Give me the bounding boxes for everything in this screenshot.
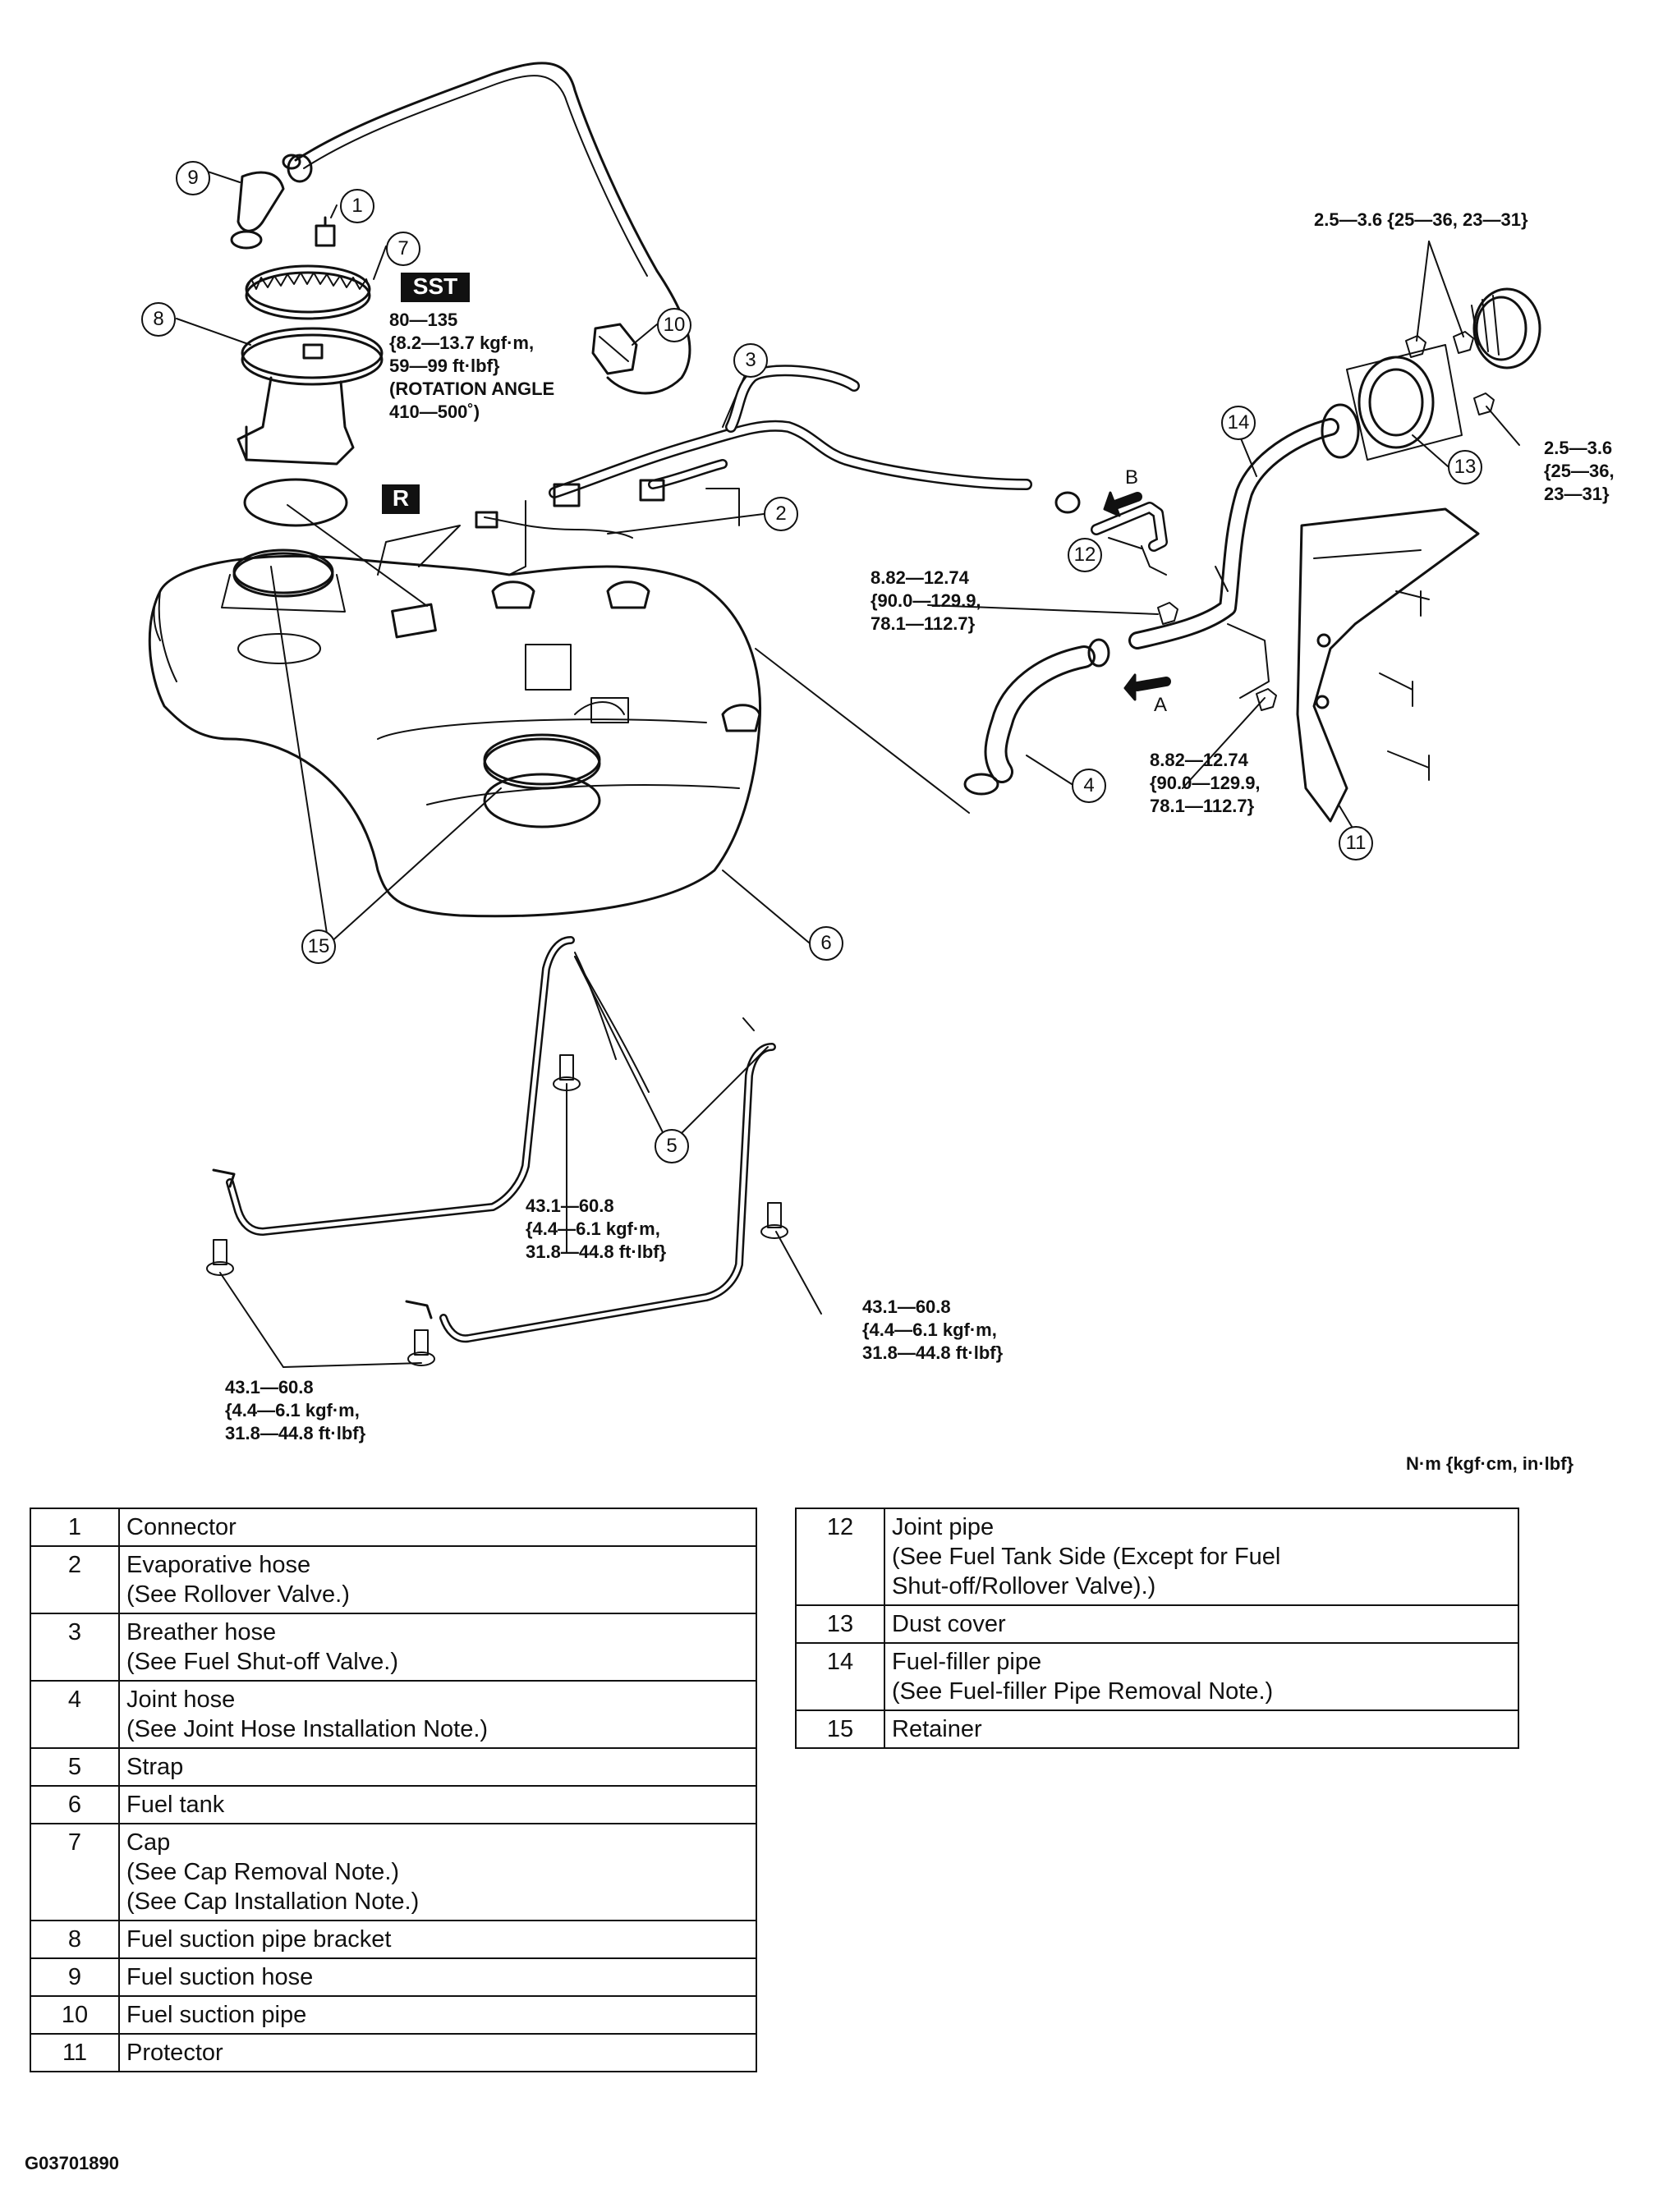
part-description: Fuel-filler pipe (See Fuel-filler Pipe R…	[884, 1642, 1519, 1711]
cap-ring-shape	[245, 271, 371, 320]
torque-bracket-lower: 8.82—12.74 {90.0—129.9, 78.1—112.7}	[1150, 750, 1261, 816]
torque-strap-center: 43.1—60.8 {4.4—6.1 kgf·m, 31.8—44.8 ft·l…	[526, 1195, 667, 1262]
part-description: Cap (See Cap Removal Note.) (See Cap Ins…	[118, 1823, 757, 1921]
callout-4: 4	[1072, 769, 1106, 803]
torque-filler-top: 2.5—3.6 {25—36, 23—31}	[1314, 209, 1528, 230]
callout-2: 2	[764, 497, 798, 531]
figure-id: G03701890	[25, 2153, 119, 2173]
part-number: 4	[30, 1680, 120, 1749]
torque-strap-left: 43.1—60.8 {4.4—6.1 kgf·m, 31.8—44.8 ft·l…	[225, 1377, 366, 1443]
part-description: Breather hose (See Fuel Shut-off Valve.)	[118, 1613, 757, 1682]
callout-9: 9	[176, 161, 210, 195]
arrow-b-label: B	[1125, 466, 1139, 489]
callout-11: 11	[1339, 826, 1373, 860]
part-number: 6	[30, 1785, 120, 1824]
part-description: Joint pipe (See Fuel Tank Side (Except f…	[884, 1508, 1519, 1606]
part-number: 1	[30, 1508, 120, 1547]
callout-7: 7	[386, 232, 420, 266]
part-number: 10	[30, 1995, 120, 2035]
torque-strap-right: 43.1—60.8 {4.4—6.1 kgf·m, 31.8—44.8 ft·l…	[862, 1296, 1004, 1363]
callout-5: 5	[655, 1129, 689, 1163]
torque-bracket-upper: 8.82—12.74 {90.0—129.9, 78.1—112.7}	[871, 567, 981, 634]
callout-14: 14	[1221, 406, 1256, 440]
part-number: 11	[30, 2033, 120, 2072]
part-number: 2	[30, 1545, 120, 1614]
part-description: Dust cover	[884, 1604, 1519, 1644]
part-description: Fuel suction pipe bracket	[118, 1920, 757, 1959]
part-number: 15	[795, 1709, 885, 1749]
r-tag: R	[382, 484, 420, 514]
part-number: 9	[30, 1957, 120, 1997]
bolts	[1157, 331, 1495, 781]
part-number: 7	[30, 1823, 120, 1921]
part-description: Strap	[118, 1747, 757, 1787]
sst-tag: SST	[401, 273, 470, 302]
strap-rear	[439, 1043, 776, 1343]
leader-lines	[176, 170, 1520, 1368]
part-description: Protector	[118, 2033, 757, 2072]
callout-12: 12	[1068, 538, 1102, 572]
seal-ring-shape	[243, 478, 348, 527]
part-number: 12	[795, 1508, 885, 1606]
part-description: Fuel suction hose	[118, 1957, 757, 1997]
fuel-suction-pipe-shape	[294, 62, 691, 395]
protector-shape	[1296, 507, 1480, 823]
exploded-diagram	[148, 62, 1541, 1368]
part-number: 13	[795, 1604, 885, 1644]
torque-filler-right: 2.5—3.6 {25—36, 23—31}	[1544, 438, 1615, 504]
part-description: Fuel tank	[118, 1785, 757, 1824]
callout-10: 10	[657, 308, 691, 342]
torque-cap: 80—135 {8.2—13.7 kgf·m, 59—99 ft·lbf} (R…	[389, 310, 555, 422]
units-note: N·m {kgf·cm, in·lbf}	[1406, 1453, 1574, 1474]
callout-13: 13	[1448, 450, 1482, 484]
arrow-a-label: A	[1154, 694, 1168, 716]
callout-6: 6	[809, 926, 843, 961]
callout-15: 15	[301, 929, 336, 964]
strap-front	[226, 936, 575, 1236]
part-number: 5	[30, 1747, 120, 1787]
fuel-tank-body	[148, 554, 762, 918]
callout-1: 1	[340, 189, 374, 223]
part-description: Connector	[118, 1508, 757, 1547]
callout-3: 3	[733, 343, 768, 378]
part-number: 14	[795, 1642, 885, 1711]
part-description: Retainer	[884, 1709, 1519, 1749]
bracket-flange-shape	[241, 327, 384, 379]
callout-8: 8	[141, 302, 176, 337]
fuel-suction-pipe-inner	[303, 75, 648, 277]
part-description: Joint hose (See Joint Hose Installation …	[118, 1680, 757, 1749]
part-number: 3	[30, 1613, 120, 1682]
part-description: Evaporative hose (See Rollover Valve.)	[118, 1545, 757, 1614]
part-description: Fuel suction pipe	[118, 1995, 757, 2035]
fuel-suction-hose-shape	[237, 171, 285, 232]
part-number: 8	[30, 1920, 120, 1959]
